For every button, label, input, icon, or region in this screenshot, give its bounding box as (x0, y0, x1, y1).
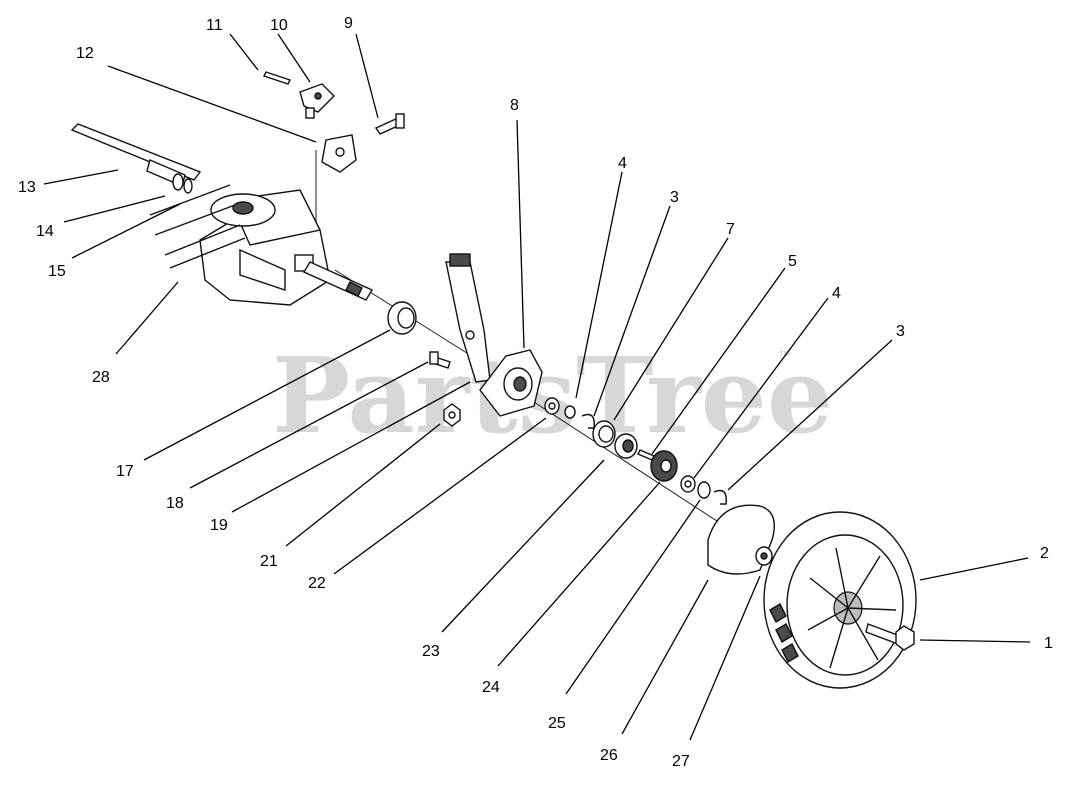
wheel-assembly (763, 511, 917, 689)
callout-2: 2 (1040, 545, 1049, 562)
callout-3-outer: 3 (896, 323, 905, 340)
callout-1: 1 (1044, 635, 1053, 652)
sleeve-part (697, 481, 711, 499)
callout-22: 22 (308, 575, 326, 592)
callout-3-inner: 3 (670, 189, 679, 206)
callout-24: 24 (482, 679, 500, 696)
callout-26: 26 (600, 747, 618, 764)
bracket-bolt (374, 113, 405, 135)
transmission-assembly (149, 184, 374, 306)
callout-13: 13 (18, 179, 36, 196)
callout-23: 23 (422, 643, 440, 660)
hex-nut (443, 403, 461, 427)
callout-11: 11 (206, 17, 223, 34)
callout-12: 12 (76, 45, 94, 62)
callout-14: 14 (36, 223, 54, 240)
callout-25: 25 (548, 715, 566, 732)
pinion-gear (650, 450, 678, 482)
callout-10: 10 (270, 17, 288, 34)
leader-lines (43, 33, 1031, 741)
callout-9: 9 (344, 15, 353, 32)
ratchet-part (614, 433, 638, 459)
wheel-shield (707, 504, 775, 575)
callout-4-outer: 4 (832, 285, 841, 302)
callout-27: 27 (672, 753, 690, 770)
knob-part (299, 83, 335, 119)
wheel-bracket (479, 349, 543, 417)
callout-28: 28 (92, 369, 110, 386)
cotter-pin (263, 71, 291, 85)
washer-part (544, 397, 560, 415)
callout-5: 5 (788, 253, 797, 270)
wheel-bolt (865, 623, 915, 651)
retaining-clip-outer (713, 489, 727, 505)
callout-15: 15 (48, 263, 66, 280)
spacer-ring (564, 405, 576, 419)
drive-shaft (70, 123, 202, 194)
callout-17: 17 (116, 463, 134, 480)
washer-part-outer (680, 475, 696, 493)
callout-21: 21 (260, 553, 278, 570)
thrust-washer (592, 420, 616, 448)
watermark-text: PartsTree (272, 334, 833, 457)
callout-8: 8 (510, 97, 519, 114)
callout-18: 18 (166, 495, 184, 512)
callout-7: 7 (726, 221, 735, 238)
callout-4-inner: 4 (618, 155, 627, 172)
hex-bolt (429, 351, 451, 369)
height-adjust-bracket (321, 134, 357, 173)
bushing-part (387, 301, 417, 335)
callout-19: 19 (210, 517, 228, 534)
